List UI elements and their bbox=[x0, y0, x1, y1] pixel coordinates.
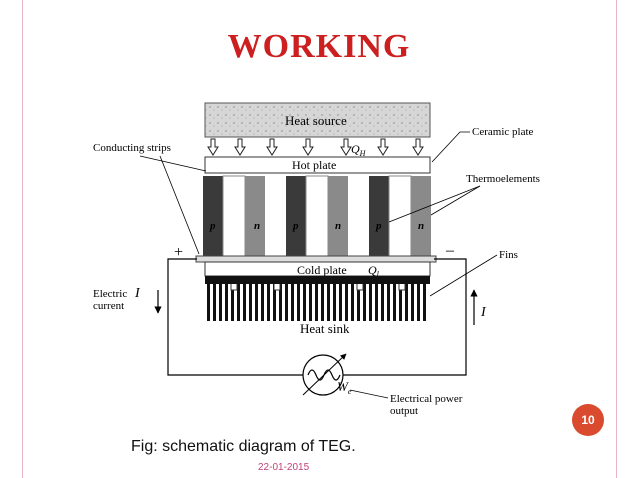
label-n1: n bbox=[254, 220, 260, 232]
heat-source-label: Heat source bbox=[285, 113, 347, 128]
fin bbox=[417, 284, 420, 321]
left-border-rail bbox=[22, 0, 23, 478]
page-number-badge: 10 bbox=[572, 404, 604, 436]
fin bbox=[297, 284, 300, 321]
fin bbox=[273, 284, 276, 321]
current-symbol-left: I bbox=[134, 286, 141, 301]
right-border-rail bbox=[616, 0, 617, 478]
fin bbox=[255, 284, 258, 321]
fin bbox=[411, 284, 414, 321]
label-p2: p bbox=[292, 220, 299, 232]
label-p3: p bbox=[375, 220, 382, 232]
label-p1: p bbox=[209, 220, 216, 232]
thermoelement-gap3 bbox=[388, 175, 412, 259]
fin bbox=[213, 284, 216, 321]
fin bbox=[387, 284, 390, 321]
fin bbox=[309, 284, 312, 321]
hot-plate-label: Hot plate bbox=[292, 158, 336, 172]
circuit-wire-right bbox=[343, 258, 467, 376]
fin bbox=[225, 284, 228, 321]
figure-caption: Fig: schematic diagram of TEG. bbox=[131, 438, 356, 455]
fin bbox=[291, 284, 294, 321]
ceramic-plate-label: Ceramic plate bbox=[472, 126, 534, 138]
thermoelements-label: Thermoelements bbox=[466, 173, 540, 185]
electrical-power-line2: output bbox=[390, 405, 418, 417]
leader-thermo-2 bbox=[430, 185, 481, 216]
fin bbox=[363, 284, 366, 321]
fin bbox=[243, 284, 246, 321]
q-h-label: QH bbox=[351, 142, 367, 158]
q-l-label: Ql bbox=[368, 263, 380, 279]
leader-fins bbox=[429, 254, 498, 297]
thermoelement-n2 bbox=[328, 176, 348, 258]
power-label: We bbox=[337, 379, 352, 396]
fin bbox=[393, 284, 396, 321]
conducting-strips-label: Conducting strips bbox=[93, 142, 171, 154]
fin bbox=[237, 284, 240, 321]
cold-plate-label: Cold plate bbox=[297, 263, 347, 277]
thermoelement-n1 bbox=[245, 176, 265, 258]
electric-current-line2: current bbox=[93, 300, 124, 312]
fins-label: Fins bbox=[499, 249, 518, 261]
thermoelements-group bbox=[203, 175, 431, 259]
fin bbox=[285, 284, 288, 321]
fin bbox=[207, 284, 210, 321]
fin bbox=[399, 284, 402, 321]
thermoelement-gap2 bbox=[305, 175, 329, 259]
leader-power bbox=[349, 389, 389, 399]
fin bbox=[303, 284, 306, 321]
fin bbox=[231, 284, 234, 321]
fin bbox=[351, 284, 354, 321]
fin bbox=[219, 284, 222, 321]
fin bbox=[321, 284, 324, 321]
label-n3: n bbox=[418, 220, 424, 232]
heat-flow-arrows bbox=[207, 138, 424, 156]
label-n2: n bbox=[335, 220, 341, 232]
heat-sink-fins bbox=[207, 277, 426, 321]
leader-strips-2 bbox=[139, 155, 207, 172]
heat-sink-label: Heat sink bbox=[300, 321, 350, 336]
fin bbox=[267, 284, 270, 321]
fin bbox=[315, 284, 318, 321]
slide-date: 22-01-2015 bbox=[258, 462, 310, 473]
heat-sink-base bbox=[205, 276, 430, 284]
fin bbox=[339, 284, 342, 321]
leader-strips-1 bbox=[159, 155, 200, 255]
fin bbox=[327, 284, 330, 321]
circuit-wire-left bbox=[167, 258, 303, 376]
thermoelement-p3 bbox=[369, 176, 389, 258]
slide-title: WORKING bbox=[227, 28, 411, 65]
fin bbox=[375, 284, 378, 321]
heat-source-block bbox=[204, 102, 431, 138]
leader-thermo-1 bbox=[388, 185, 481, 223]
thermoelement-n3 bbox=[411, 176, 431, 258]
hot-plate bbox=[204, 156, 431, 174]
electrical-power-line1: Electrical power bbox=[390, 393, 463, 405]
load-arrow-icon bbox=[302, 353, 347, 396]
fin bbox=[279, 284, 282, 321]
leader-ceramic bbox=[431, 131, 470, 163]
plus-terminal: + bbox=[174, 244, 183, 261]
fin bbox=[369, 284, 372, 321]
electric-current-line1: Electric bbox=[93, 288, 127, 300]
fin bbox=[345, 284, 348, 321]
thermoelement-p2 bbox=[286, 176, 306, 258]
thermoelement-gap1 bbox=[222, 175, 246, 259]
fin bbox=[261, 284, 264, 321]
fin bbox=[333, 284, 336, 321]
fin bbox=[381, 284, 384, 321]
minus-terminal: – bbox=[445, 242, 455, 259]
fin bbox=[357, 284, 360, 321]
fin bbox=[423, 284, 426, 321]
current-symbol-right: I bbox=[480, 305, 487, 320]
conducting-strip-bottom bbox=[195, 255, 437, 263]
fin bbox=[249, 284, 252, 321]
fin bbox=[405, 284, 408, 321]
thermoelement-p1 bbox=[203, 176, 223, 258]
